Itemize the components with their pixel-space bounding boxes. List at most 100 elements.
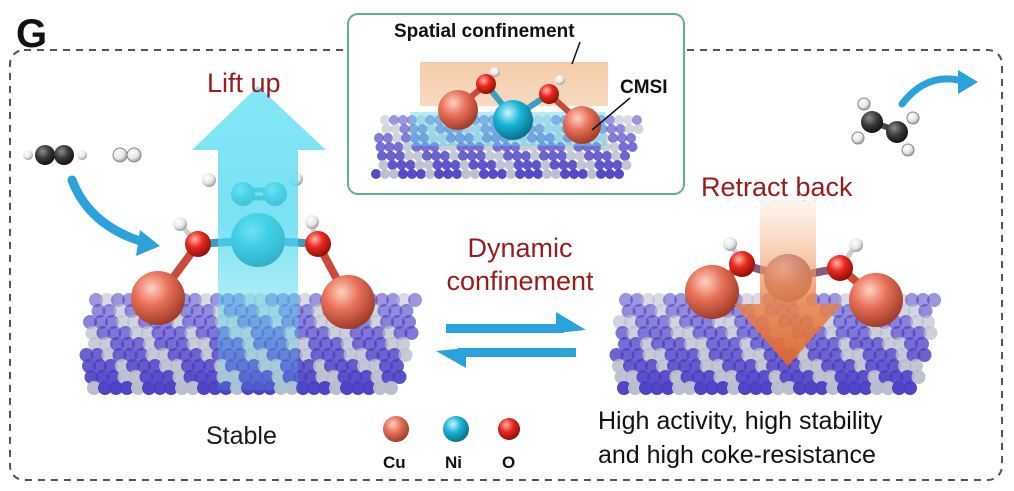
substrate-atom — [88, 337, 102, 351]
substrate-atom — [501, 142, 512, 152]
substrate-atom — [766, 359, 780, 373]
substrate-atom — [871, 337, 885, 351]
substrate-atom — [190, 304, 205, 318]
substrate-atom — [106, 370, 121, 384]
substrate-atom — [127, 315, 141, 329]
substrate-atom — [771, 381, 785, 395]
panel-label: G — [16, 12, 48, 56]
substrate-atom — [723, 315, 737, 329]
substrate-atom — [567, 160, 578, 170]
substrate-atom — [338, 326, 353, 340]
substrate-atom — [673, 337, 687, 351]
substrate-atom — [398, 115, 408, 125]
substrate-atom — [537, 142, 548, 152]
substrate-atom — [668, 315, 682, 329]
substrate-atom — [438, 142, 449, 152]
substrate-atom — [513, 160, 524, 170]
substrate-atom — [741, 348, 756, 362]
substrate-atom — [380, 315, 394, 329]
cu-atom — [438, 90, 478, 130]
substrate-atom — [867, 370, 882, 384]
substrate-atom — [881, 381, 895, 395]
substrate-atom — [605, 115, 615, 125]
stable-label: Stable — [206, 422, 277, 450]
substrate-atom — [857, 326, 872, 340]
substrate-atom — [411, 142, 422, 152]
substrate-atom — [510, 142, 521, 152]
cu-atom — [685, 265, 739, 319]
substrate-atom — [407, 169, 417, 179]
substrate-atom — [856, 370, 871, 384]
substrate-atom — [817, 293, 831, 307]
substrate-atom — [632, 115, 642, 125]
substrate-atom — [189, 348, 204, 362]
substrate-atom — [485, 151, 495, 161]
substrate-atom — [618, 142, 629, 152]
substrate-atom — [551, 169, 561, 179]
o-atom — [305, 231, 331, 257]
substrate-atom — [846, 326, 861, 340]
substrate-atom — [719, 348, 734, 362]
substrate-atom — [90, 348, 105, 362]
substrate-atom — [422, 151, 432, 161]
substrate-atom — [807, 348, 822, 362]
substrate-atom — [392, 133, 402, 143]
h-atom — [173, 217, 187, 231]
legend-o-label: O — [502, 453, 516, 472]
substrate-atom — [632, 304, 647, 318]
substrate-atom — [115, 359, 129, 373]
substrate-atom — [725, 326, 740, 340]
substrate-atom — [818, 348, 833, 362]
h-atom — [849, 238, 863, 252]
substrate-atom — [624, 315, 638, 329]
substrate-atom — [697, 348, 712, 362]
substrate-atom — [779, 370, 794, 384]
substrate-atom — [204, 315, 218, 329]
substrate-atom — [730, 348, 745, 362]
substrate-atom — [470, 169, 480, 179]
substrate-atom — [921, 315, 935, 329]
substrate-atom — [618, 337, 632, 351]
substrate-atom — [452, 169, 462, 179]
substrate-atom — [793, 381, 807, 395]
substrate-atom — [845, 370, 860, 384]
substrate-atom — [184, 326, 199, 340]
substrate-atom — [624, 124, 635, 134]
substrate-atom — [381, 124, 392, 134]
substrate-atom — [905, 293, 919, 307]
substrate-atom — [377, 151, 387, 161]
substrate-atom — [303, 315, 317, 329]
substrate-atom — [148, 359, 162, 373]
substrate-atom — [386, 151, 396, 161]
substrate-atom — [582, 142, 593, 152]
substrate-atom — [735, 370, 750, 384]
substrate-atom — [620, 151, 630, 161]
substrate-atom — [483, 142, 494, 152]
substrate-atom — [708, 348, 723, 362]
substrate-atom — [521, 151, 531, 161]
substrate-atom — [393, 326, 408, 340]
substrate-atom — [564, 142, 575, 152]
substrate-atom — [162, 326, 177, 340]
substrate-atom — [536, 133, 546, 143]
substrate-atom — [302, 359, 316, 373]
dynamic-confinement-line-2: confinement — [446, 266, 594, 296]
substrate-atom — [635, 315, 649, 329]
substrate-atom — [812, 370, 827, 384]
hydrogen-molecule — [112, 147, 142, 163]
substrate-atom — [524, 169, 534, 179]
substrate-atom — [542, 115, 552, 125]
substrate-atom — [110, 337, 124, 351]
substrate-atom — [675, 348, 690, 362]
substrate-atom — [150, 370, 165, 384]
substrate-atom — [887, 359, 901, 373]
substrate-atom — [633, 124, 644, 134]
substrate-atom — [381, 370, 396, 384]
substrate-atom — [134, 348, 149, 362]
substrate-atom — [503, 151, 513, 161]
substrate-atom — [194, 370, 209, 384]
substrate-atom — [206, 326, 221, 340]
substrate-atom — [724, 370, 739, 384]
o-atom — [827, 255, 853, 281]
substrate-atom — [851, 348, 866, 362]
